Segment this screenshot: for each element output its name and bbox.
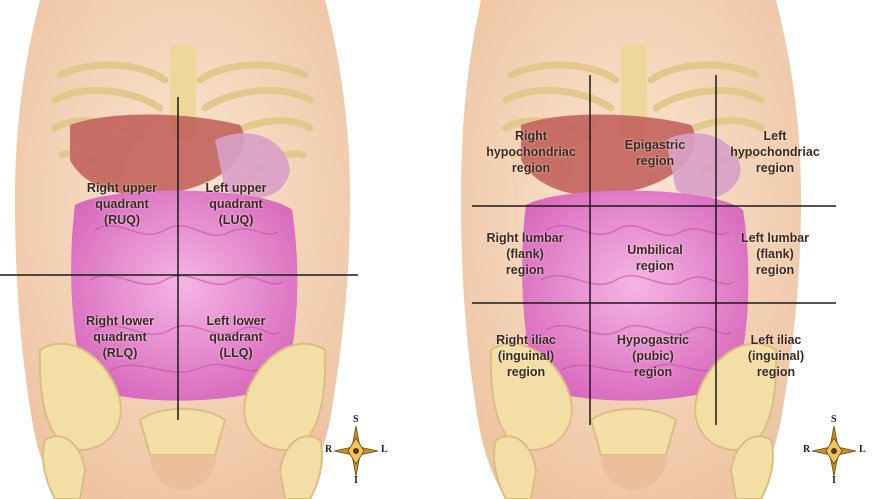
compass-star-icon — [811, 425, 857, 477]
regions-torso-illustration — [461, 0, 836, 499]
liver — [521, 114, 696, 196]
liver — [70, 114, 245, 196]
label-luq: Left upper quadrant (LUQ) — [205, 181, 267, 227]
intestines — [71, 190, 298, 401]
compass-left: L — [859, 444, 866, 455]
intestine-coils — [540, 224, 734, 373]
compass-superior: S — [353, 414, 359, 425]
label-right-lumbar: Right lumbar (flank) region — [486, 231, 564, 277]
label-rlq: Right lower quadrant (RLQ) — [85, 314, 155, 360]
compass-right: R — [325, 444, 333, 455]
label-left-lumbar: Left lumbar (flank) region — [740, 231, 810, 277]
stomach — [666, 133, 741, 199]
pelvis — [38, 342, 327, 499]
compass-inferior: I — [354, 475, 358, 486]
label-llq: Left lower quadrant (LLQ) — [206, 314, 266, 360]
groin — [601, 455, 667, 490]
groin — [150, 455, 216, 490]
stomach — [215, 133, 290, 199]
label-left-iliac: Left iliac (inguinal) region — [747, 333, 805, 379]
label-epigastric: Epigastric region — [624, 138, 686, 168]
compass-rose: S I R L — [325, 414, 388, 486]
intestine-coils — [89, 224, 283, 373]
label-left-hypochondriac: Left hypochondriac region — [730, 129, 820, 175]
compass-star-icon — [333, 425, 379, 477]
label-hypogastric: Hypogastric (pubic) region — [616, 333, 690, 379]
pelvis — [489, 342, 778, 499]
compass-inferior: I — [832, 475, 836, 486]
label-ruq: Right upper quadrant (RUQ) — [86, 181, 158, 227]
compass-right: R — [803, 444, 811, 455]
label-right-hypochondriac: Right hypochondriac region — [486, 129, 576, 175]
compass-superior: S — [831, 414, 837, 425]
intestines — [522, 190, 749, 401]
label-right-iliac: Right iliac (inguinal) region — [496, 333, 556, 379]
quadrants-torso-illustration — [0, 0, 358, 499]
label-umbilical: Umbilical region — [627, 243, 683, 273]
compass-left: L — [381, 444, 388, 455]
compass-rose: S I R L — [803, 414, 866, 486]
